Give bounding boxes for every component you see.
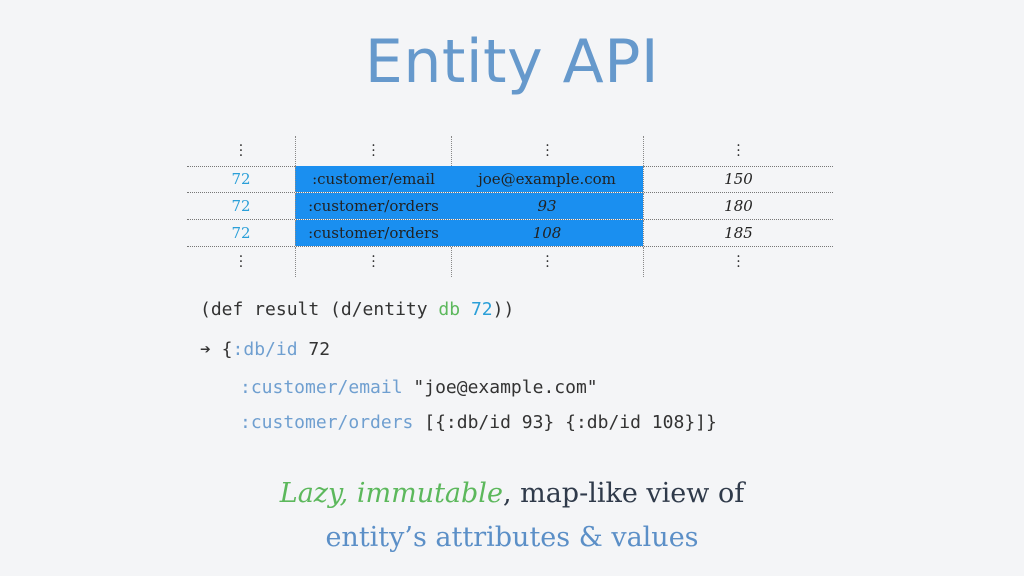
code-text: )) xyxy=(492,299,515,320)
code-text: "joe@example.com" xyxy=(402,377,598,398)
result-arrow-icon: ➔ xyxy=(200,339,211,360)
attribute-cell: :customer/email xyxy=(295,166,451,192)
tx-cell: 180 xyxy=(643,193,833,219)
code-keyword: :customer/email xyxy=(240,377,403,398)
table-ellipsis-row-bottom: ··· ··· ··· ··· xyxy=(187,247,833,277)
table-ellipsis-row-top: ··· ··· ··· ··· xyxy=(187,136,833,167)
code-entity-id: 72 xyxy=(470,299,493,320)
entity-id-cell: 72 xyxy=(231,224,251,242)
code-line-result: ➔ {:db/id 72 xyxy=(200,338,330,362)
datom-table: ··· ··· ··· ··· 72 :customer/email joe@e… xyxy=(187,136,833,277)
code-text: (def result (d/entity xyxy=(200,299,439,320)
slide-title: Entity API xyxy=(364,27,660,97)
table-row: 72 :customer/email joe@example.com 150 xyxy=(187,166,833,193)
code-keyword: :db/id xyxy=(232,339,298,360)
ellipsis-cell: ··· xyxy=(643,247,833,277)
value-cell: joe@example.com xyxy=(451,166,643,192)
code-line-orders: :customer/orders [{:db/id 93} {:db/id 10… xyxy=(240,411,717,435)
value-cell: 108 xyxy=(451,220,643,246)
table-row: 72 :customer/orders 93 180 xyxy=(187,193,833,220)
ellipsis-cell: ··· xyxy=(451,136,643,166)
code-keyword: :customer/orders xyxy=(240,412,414,433)
code-line-email: :customer/email "joe@example.com" xyxy=(240,376,598,400)
vertical-ellipsis-icon: ··· xyxy=(371,137,376,164)
ellipsis-cell: ··· xyxy=(295,136,451,166)
entity-id-cell: 72 xyxy=(231,197,251,215)
code-text: { xyxy=(210,339,233,360)
vertical-ellipsis-icon: ··· xyxy=(736,137,741,164)
vertical-ellipsis-icon: ··· xyxy=(545,137,550,164)
code-line-def: (def result (d/entity db 72)) xyxy=(200,298,514,322)
attribute-cell: :customer/orders xyxy=(295,220,451,246)
tx-cell: 185 xyxy=(643,220,833,246)
ellipsis-cell: ··· xyxy=(643,136,833,166)
caption-text: entity’s attributes & values xyxy=(325,522,699,553)
table-row: 72 :customer/orders 108 185 xyxy=(187,220,833,247)
caption-text: , map-like view of xyxy=(502,478,745,509)
vertical-ellipsis-icon: ··· xyxy=(238,248,244,275)
ellipsis-cell: ··· xyxy=(187,247,295,277)
ellipsis-cell: ··· xyxy=(187,136,295,166)
ellipsis-cell: ··· xyxy=(295,247,451,277)
caption-line-1: Lazy, immutable, map-like view of xyxy=(0,474,1024,514)
code-text: [{:db/id 93} {:db/id 108}]} xyxy=(413,412,717,433)
caption-emphasis: Lazy, immutable xyxy=(279,478,503,509)
tx-cell: 150 xyxy=(643,166,833,192)
vertical-ellipsis-icon: ··· xyxy=(371,248,376,275)
vertical-ellipsis-icon: ··· xyxy=(238,137,244,164)
attribute-cell: :customer/orders xyxy=(295,193,451,219)
value-cell: 93 xyxy=(451,193,643,219)
entity-id-cell: 72 xyxy=(231,170,251,188)
code-text xyxy=(460,299,471,320)
caption-line-2: entity’s attributes & values xyxy=(0,518,1024,558)
code-text: 72 xyxy=(297,339,331,360)
code-db-symbol: db xyxy=(438,299,461,320)
vertical-ellipsis-icon: ··· xyxy=(736,248,741,275)
vertical-ellipsis-icon: ··· xyxy=(545,248,550,275)
ellipsis-cell: ··· xyxy=(451,247,643,277)
